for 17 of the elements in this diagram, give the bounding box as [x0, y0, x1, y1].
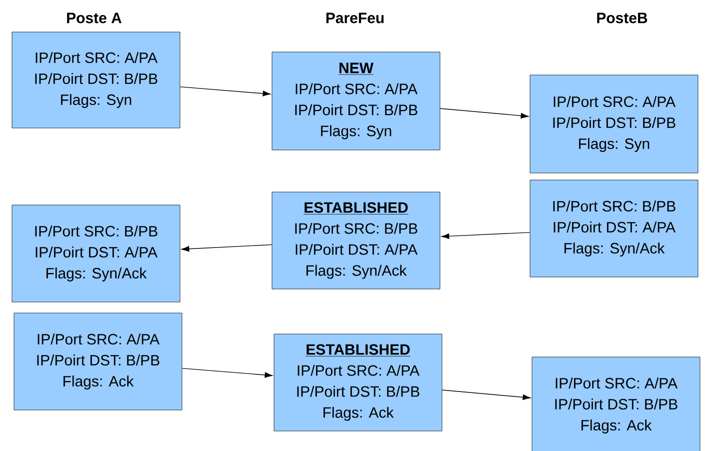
packet-box: NEW IP/Port SRC: A/PA IP/Poirt DST: B/PB Flags: Syn	[272, 52, 440, 150]
packet-box: ESTABLISHED IP/Port SRC: B/PB IP/Poirt DST: A/PA Flags: Syn/Ack	[272, 192, 440, 290]
packet-box: IP/Port SRC: A/PA IP/Poirt DST: B/PB Flags: Syn	[12, 32, 180, 128]
packet-box: IP/Port SRC: A/PA IP/Poirt DST: B/PB Flags: Ack	[14, 312, 182, 410]
arrow	[182, 368, 273, 378]
packet-box: IP/Port SRC: B/PB IP/Poirt DST: A/PA Flags: Syn/Ack	[12, 204, 180, 302]
arrow	[440, 108, 529, 118]
arrow	[441, 232, 530, 239]
arrow	[180, 86, 271, 96]
column-heading: PosteB	[597, 12, 648, 24]
packet-box: ESTABLISHED IP/Port SRC: A/PA IP/Poirt DST: B/PB Flags: Ack	[274, 334, 442, 432]
arrow	[181, 244, 272, 252]
packet-box: IP/Port SRC: A/PA IP/Poirt DST: B/PB Flags: Syn	[530, 74, 698, 174]
arrow	[442, 390, 531, 400]
column-heading: PareFeu	[326, 12, 384, 24]
packet-box: IP/Port SRC: A/PA IP/Poirt DST: B/PB Flags: Ack	[532, 356, 700, 451]
packet-box: IP/Port SRC: B/PB IP/Poirt DST: A/PA Flags: Syn/Ack	[530, 180, 698, 278]
